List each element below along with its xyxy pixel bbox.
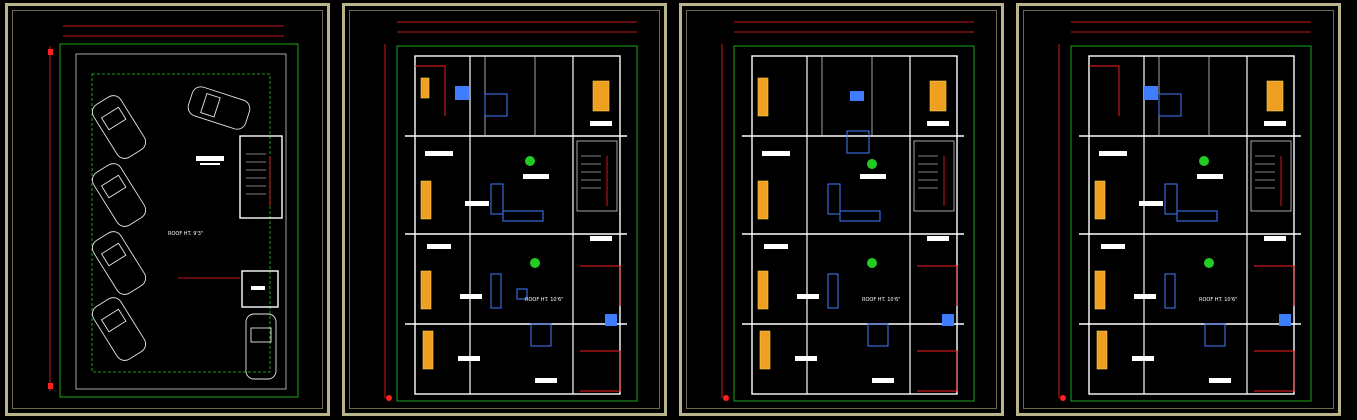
car-3 bbox=[91, 231, 147, 295]
floor-plan-drawing-2: ROOF HT. 10'6" bbox=[721, 21, 975, 402]
sheet-border bbox=[1023, 10, 1334, 409]
sofa bbox=[502, 210, 544, 222]
sheet-border bbox=[12, 10, 323, 409]
plot-line bbox=[75, 53, 287, 390]
bed bbox=[757, 270, 769, 310]
car-4 bbox=[91, 297, 147, 361]
roof-height-label: ROOF HT. 9'3" bbox=[168, 231, 203, 237]
sofa bbox=[1176, 210, 1218, 222]
outer-wall bbox=[414, 55, 621, 395]
plot-boundary bbox=[59, 43, 299, 398]
dining-table bbox=[1158, 93, 1182, 117]
bed bbox=[1094, 180, 1106, 220]
floor-plan-sheet-3: ROOF HT. 10'6" bbox=[1016, 3, 1341, 416]
sheet-border bbox=[349, 10, 660, 409]
dining-table bbox=[846, 130, 870, 154]
car-6 bbox=[245, 313, 277, 380]
dining-table bbox=[530, 323, 552, 347]
sofa bbox=[839, 210, 881, 222]
roof-outline bbox=[91, 73, 271, 373]
bed bbox=[929, 80, 947, 112]
floor-plan-sheet-2: ROOF HT. 10'6" bbox=[679, 3, 1004, 416]
roof-height-label: ROOF HT. 10'6" bbox=[862, 297, 900, 303]
floor-plan-drawing-3: ROOF HT. 10'6" bbox=[1058, 21, 1312, 402]
bed bbox=[757, 77, 769, 117]
car-2 bbox=[91, 163, 147, 227]
bed bbox=[1266, 80, 1284, 112]
sofa bbox=[490, 183, 504, 215]
floor-plan-drawing-1: ROOF HT. 10'6" bbox=[384, 21, 638, 402]
bed bbox=[422, 330, 434, 370]
staircase bbox=[239, 135, 283, 219]
dining-table bbox=[484, 93, 508, 117]
bed bbox=[592, 80, 610, 112]
bed bbox=[420, 270, 432, 310]
roof-height-label: ROOF HT. 10'6" bbox=[525, 297, 563, 303]
bed bbox=[420, 180, 432, 220]
bed bbox=[757, 180, 769, 220]
dining-table bbox=[1204, 323, 1226, 347]
floor-plan-sheet-1: ROOF HT. 10'6" bbox=[342, 3, 667, 416]
sofa bbox=[490, 273, 502, 309]
plot-boundary bbox=[396, 45, 638, 402]
bed bbox=[1094, 270, 1106, 310]
sofa bbox=[827, 183, 841, 215]
roof-height-label: ROOF HT. 10'6" bbox=[1199, 297, 1237, 303]
bed bbox=[759, 330, 771, 370]
dining-table bbox=[867, 323, 889, 347]
plot-boundary bbox=[733, 45, 975, 402]
outer-wall bbox=[751, 55, 958, 395]
outer-wall bbox=[1088, 55, 1295, 395]
parking-plan-drawing: ROOF HT. 9'3" bbox=[48, 25, 299, 398]
sofa bbox=[827, 273, 839, 309]
sofa bbox=[1164, 273, 1176, 309]
lift-shaft bbox=[241, 270, 279, 308]
car-5 bbox=[187, 86, 251, 130]
sheet-border bbox=[686, 10, 997, 409]
sofa bbox=[1164, 183, 1178, 215]
car-1 bbox=[91, 95, 147, 159]
bed bbox=[1096, 330, 1108, 370]
plot-boundary bbox=[1070, 45, 1312, 402]
parking-plan-sheet: ROOF HT. 9'3" bbox=[5, 3, 330, 416]
